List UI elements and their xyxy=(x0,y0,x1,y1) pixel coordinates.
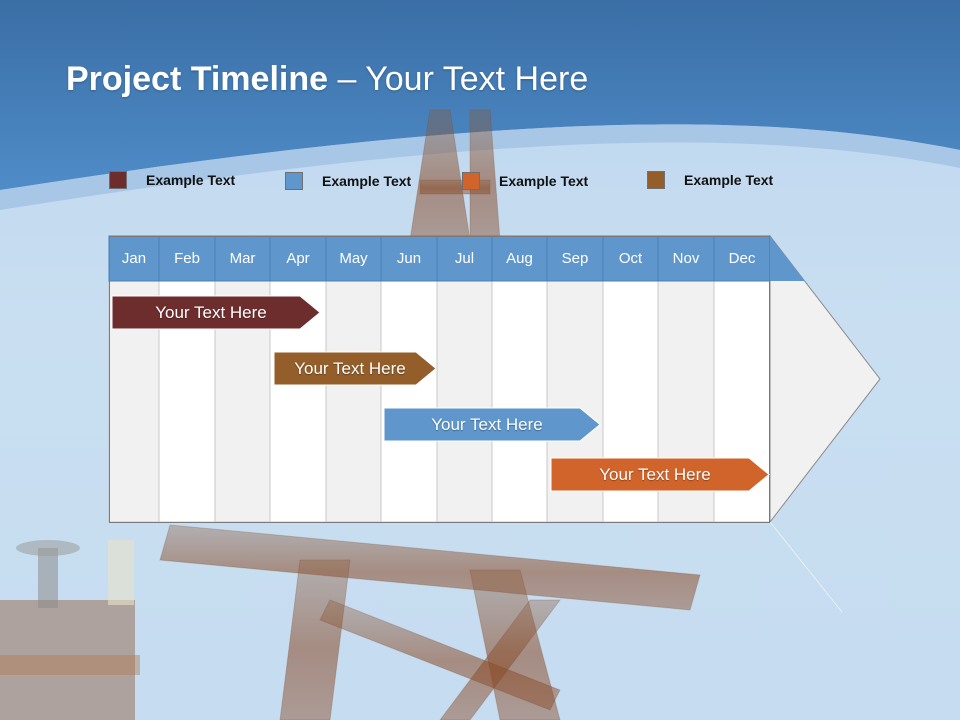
title-bold: Project Timeline xyxy=(66,60,329,98)
building-silhouette xyxy=(0,540,140,720)
month-label-oct: Oct xyxy=(618,250,643,267)
month-header-aug xyxy=(491,235,548,282)
month-header-jun xyxy=(380,235,438,282)
legend-label: Example Text xyxy=(684,172,774,188)
task-label-1: Your Text Here xyxy=(155,303,267,322)
tower-silhouette xyxy=(159,109,701,720)
task-bar-2[interactable] xyxy=(273,351,437,386)
arrow-reflection xyxy=(769,521,843,613)
task-bar-3[interactable] xyxy=(383,407,601,442)
month-column-may xyxy=(325,280,382,523)
month-column-jun xyxy=(380,280,438,523)
month-header-may xyxy=(325,235,382,282)
month-label-jan: Jan xyxy=(121,250,147,267)
month-column-aug xyxy=(491,280,548,523)
legend-swatch xyxy=(285,172,303,190)
month-label-jul: Jul xyxy=(454,250,475,267)
month-label-sep: Sep xyxy=(561,250,589,267)
legend-label: Example Text xyxy=(499,173,589,189)
month-label-dec: Dec xyxy=(728,250,756,267)
month-header-sep xyxy=(546,235,604,282)
month-label-nov: Nov xyxy=(672,250,700,267)
month-column-jul xyxy=(436,280,493,523)
legend-label: Example Text xyxy=(322,173,412,189)
month-header-nov xyxy=(657,235,715,282)
task-bars xyxy=(111,295,770,492)
legend-label: Example Text xyxy=(146,172,236,188)
month-label-may: May xyxy=(339,250,368,267)
month-label-jun: Jun xyxy=(396,250,422,267)
header-banner xyxy=(0,0,960,190)
month-label-feb: Feb xyxy=(174,250,200,267)
month-label-apr: Apr xyxy=(286,250,310,267)
task-label-3: Your Text Here xyxy=(431,415,543,434)
legend-swatch xyxy=(109,171,127,189)
month-label-aug: Aug xyxy=(506,250,533,267)
slide-title: Project Timeline – Your Text Here xyxy=(66,60,588,99)
month-header-apr xyxy=(269,235,327,282)
timeline-frame xyxy=(109,236,770,523)
task-label-2: Your Text Here xyxy=(294,359,406,378)
month-header-jul xyxy=(436,235,493,282)
arrow-head-header xyxy=(770,236,805,281)
month-header-mar xyxy=(214,235,271,282)
task-bar-4[interactable] xyxy=(550,457,770,492)
title-rest: – Your Text Here xyxy=(328,60,589,98)
legend-swatch xyxy=(647,171,665,189)
legend-swatch xyxy=(462,172,480,190)
month-label-mar: Mar xyxy=(229,250,256,267)
month-header-dec xyxy=(713,235,771,282)
task-bar-1[interactable] xyxy=(111,295,321,330)
task-label-4: Your Text Here xyxy=(599,465,711,484)
